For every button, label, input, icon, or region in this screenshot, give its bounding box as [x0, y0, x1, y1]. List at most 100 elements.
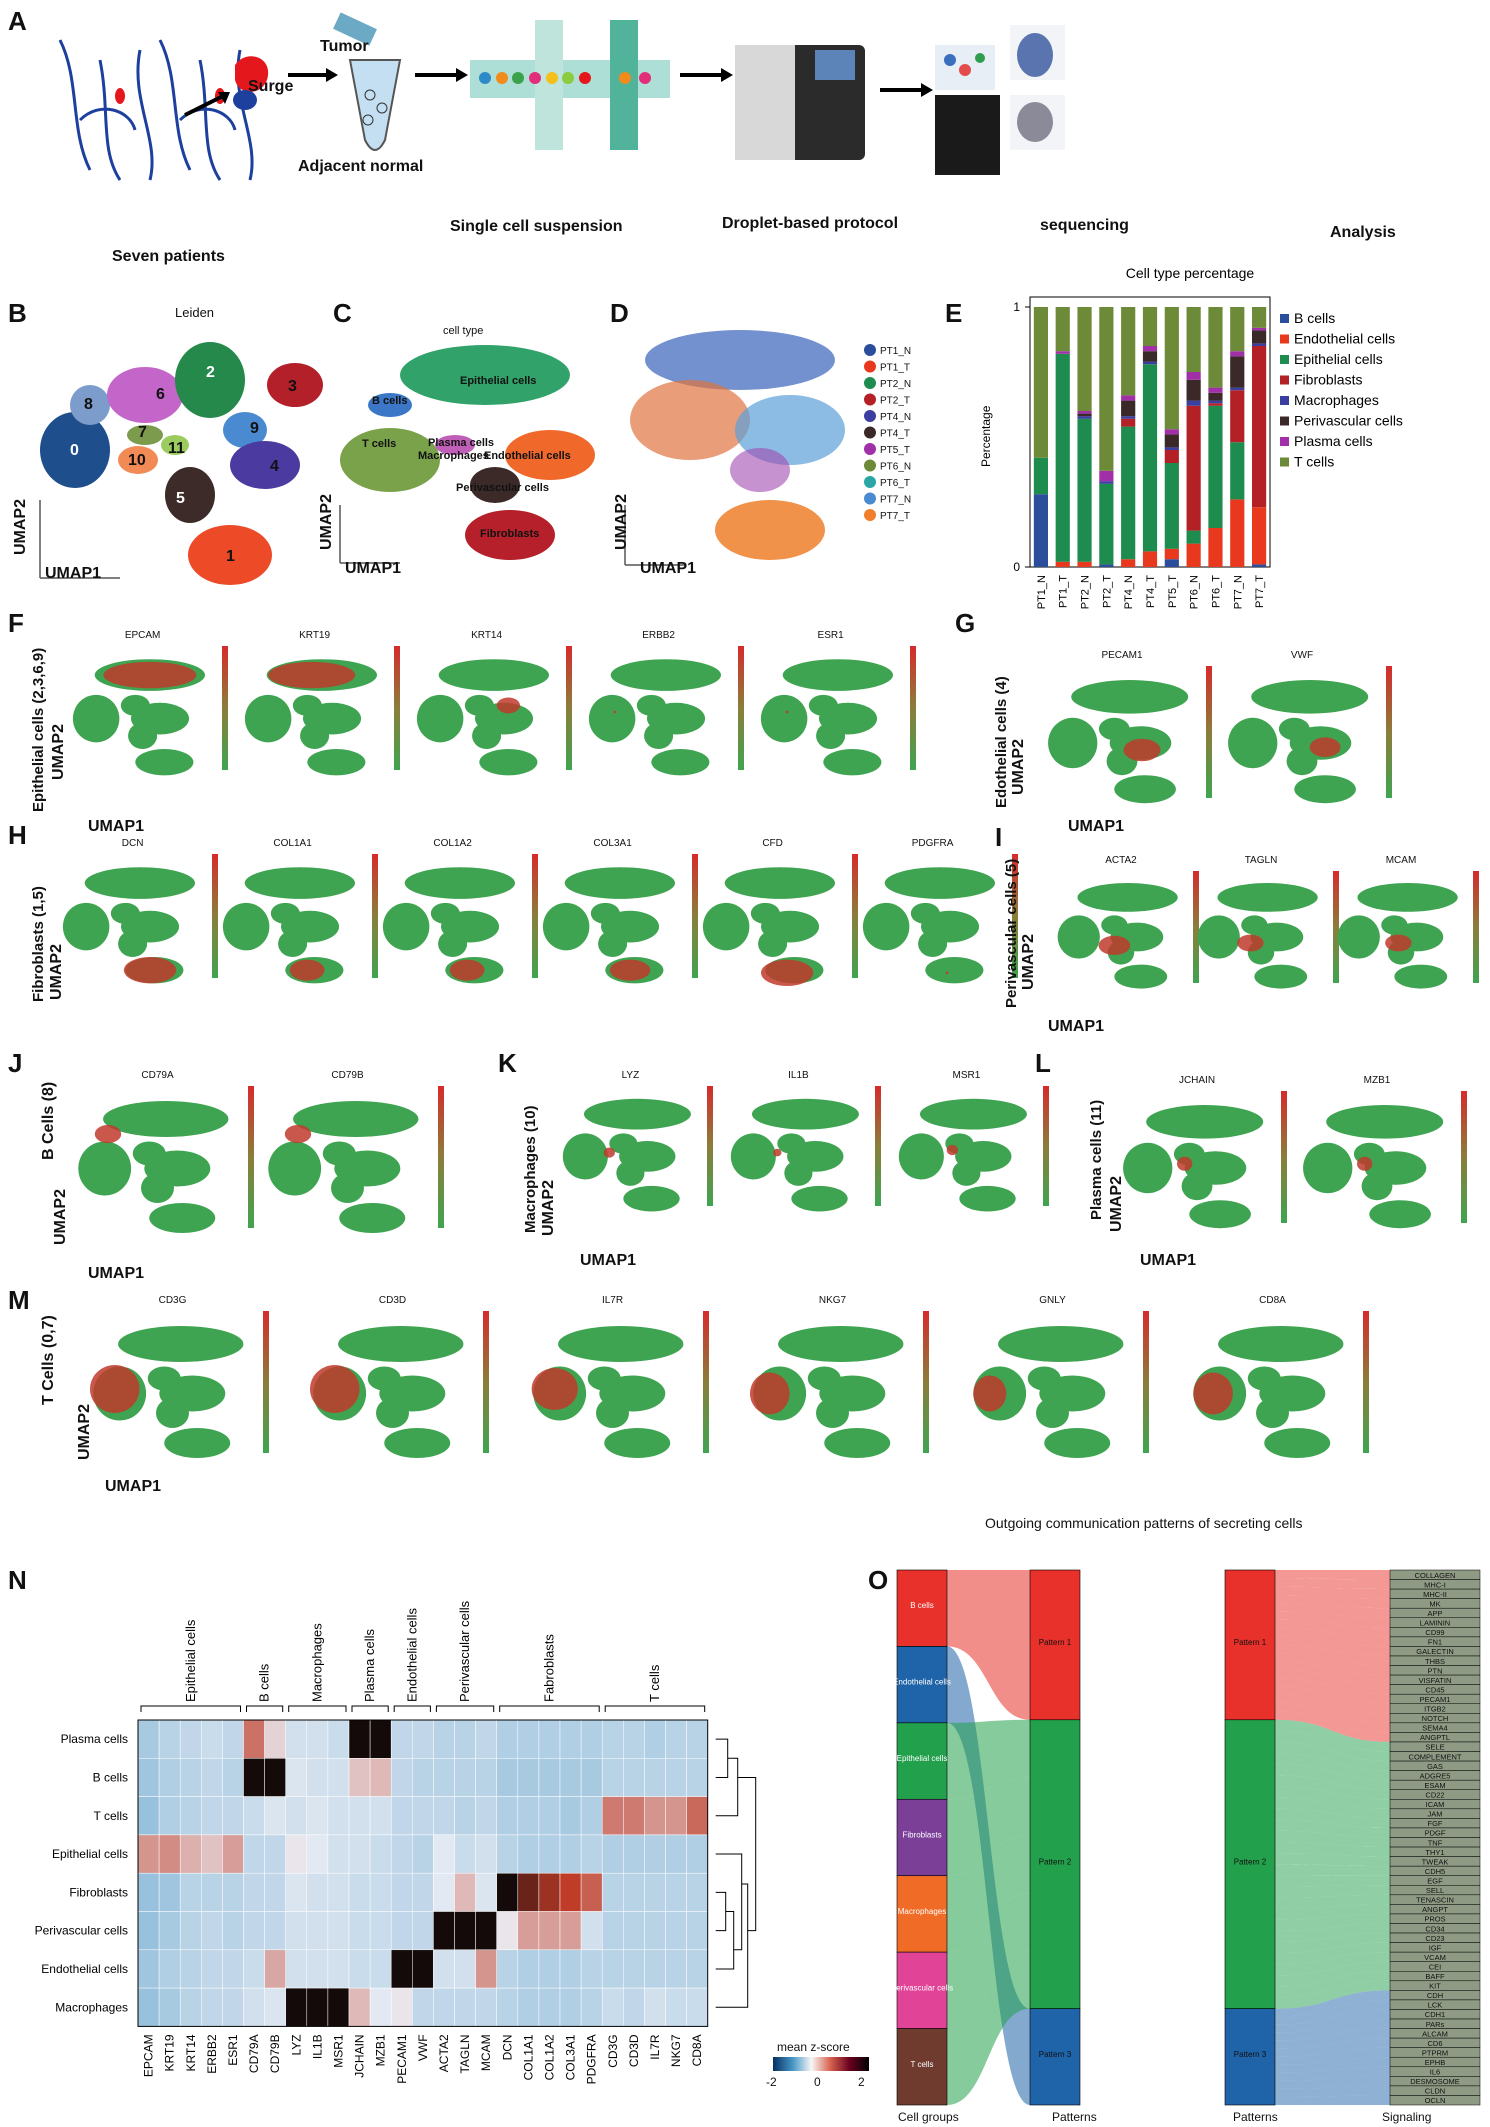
bar-segment: [1230, 387, 1245, 391]
umap-blob: [118, 930, 148, 957]
signaling-flow: [1275, 1952, 1390, 1976]
pattern-label: Pattern 1: [1234, 1638, 1267, 1647]
signaling-label: SELE: [1425, 1743, 1444, 1752]
heatmap-cell: [433, 1949, 455, 1989]
feature-umap: [1123, 1105, 1264, 1229]
heatmap-cell: [285, 1911, 308, 1951]
umap-blob: [244, 867, 356, 899]
umap-blob: [1044, 1428, 1111, 1458]
heatmap-frame: [137, 1719, 709, 2027]
expression-colorbar: [1193, 871, 1199, 983]
heatmap-cell: [243, 1987, 265, 2027]
umap-blob: [1241, 915, 1268, 935]
heatmap-cell: [285, 1949, 308, 1989]
expression-hotspot: [496, 697, 520, 714]
panel-f-letter: F: [8, 608, 24, 638]
signaling-block: [1389, 2095, 1481, 2106]
umap-blob: [438, 659, 550, 691]
signaling-label: CEI: [1429, 1962, 1442, 1971]
umap-blob: [782, 659, 894, 691]
heatmap-cell: [496, 1834, 519, 1874]
heatmap-cell: [454, 1758, 476, 1797]
expression-colorbar: [531, 854, 538, 978]
pattern-block: [1224, 2008, 1276, 2106]
heatmap-row-label: B cells: [93, 1770, 128, 1784]
expression-colorbar: [1281, 1091, 1287, 1223]
heatmap-cell: [158, 1834, 181, 1874]
heatmap-cell: [601, 1911, 624, 1951]
gene-title: CD79B: [331, 1070, 364, 1081]
umap-blob: [1326, 1105, 1444, 1139]
group-bracket: [140, 1705, 241, 1712]
heatmap-cell: [454, 1796, 476, 1836]
group-bracket: [499, 1705, 600, 1712]
umap-blob: [120, 694, 150, 716]
umap-blob: [808, 694, 838, 716]
cell-group-block: [896, 1875, 948, 1953]
signaling-label: TWEAK: [1422, 1857, 1449, 1866]
signaling-flow: [1275, 1753, 1390, 1781]
heatmap-col-label: CD79A: [247, 2034, 261, 2073]
signaling-flow: [1275, 1686, 1390, 1714]
signaling-label: PECAM1: [1420, 1695, 1451, 1704]
heatmap-cell: [686, 1796, 708, 1836]
feature-umap: [268, 1101, 419, 1233]
heatmap-row-label: Fibroblasts: [69, 1885, 128, 1899]
group-bracket: [351, 1705, 389, 1712]
signaling-flow: [1275, 1644, 1390, 1666]
feature-umap: [702, 867, 836, 986]
signaling-flow: [1275, 2009, 1390, 2033]
heatmap-cell: [665, 1796, 687, 1836]
heatmap-cell: [644, 1796, 666, 1836]
signaling-flow: [1275, 1669, 1390, 1695]
heatmap-cell: [306, 1872, 329, 1912]
signaling-label: LCK: [1428, 2001, 1443, 2010]
heatmap-col-label: ESR1: [226, 2034, 240, 2066]
umap-blob: [588, 694, 636, 743]
signaling-flow: [1275, 1797, 1390, 1819]
legend-swatch: [1280, 437, 1289, 446]
signaling-flow: [1275, 1764, 1390, 1790]
heatmap-cell: [644, 1834, 666, 1874]
heatmap-col-label: KRT19: [163, 2034, 177, 2071]
group-label: Endothelial cells: [404, 1608, 419, 1702]
alluvial-flow: [947, 1719, 1030, 1800]
expression-colorbar: [875, 1086, 882, 1206]
feature-plot: NKG7: [750, 1295, 970, 1465]
bar-segment: [1186, 405, 1201, 531]
analysis-thumb-3: [935, 95, 1000, 175]
umap-blob: [562, 1133, 608, 1180]
heatmap-cell: [665, 1949, 687, 1989]
heatmap-cell: [222, 1872, 244, 1912]
umap-blob: [135, 748, 194, 776]
umap-blob: [472, 722, 502, 749]
patient-legend-label: PT4_N: [880, 412, 911, 423]
pattern-label: Pattern 3: [1234, 2050, 1267, 2059]
heatmap-cell: [264, 1758, 286, 1797]
signaling-label: SELL: [1426, 1886, 1444, 1895]
bar-segment: [1099, 481, 1114, 484]
legend-label: Fibroblasts: [1294, 372, 1362, 388]
footer-patterns-2: Patterns: [1233, 2110, 1278, 2124]
umap-blob: [84, 867, 196, 899]
expression-colorbar: [371, 854, 378, 978]
umap-blob: [72, 694, 120, 743]
heatmap-cell: [475, 1796, 497, 1836]
heatmap-cell: [644, 1949, 666, 1989]
heatmap-cell: [306, 1834, 329, 1874]
feature-umap: [531, 1326, 684, 1458]
feature-plot: ESR1: [758, 630, 930, 782]
heatmap-cell: [201, 1987, 223, 2027]
legend-swatch: [1280, 457, 1289, 467]
panel-i-y-label: UMAP2: [1020, 933, 1037, 990]
signaling-label: MHC-II: [1423, 1590, 1447, 1599]
bar-segment: [1055, 307, 1070, 352]
gene-title: ACTA2: [1105, 855, 1137, 866]
signaling-flow: [1275, 1990, 1390, 2017]
group-bracket: [435, 1705, 495, 1712]
umap-blob: [590, 902, 620, 924]
umap-blob: [1361, 1172, 1393, 1201]
heatmap-cell: [623, 1949, 645, 1989]
heatmap-cell: [433, 1911, 455, 1951]
